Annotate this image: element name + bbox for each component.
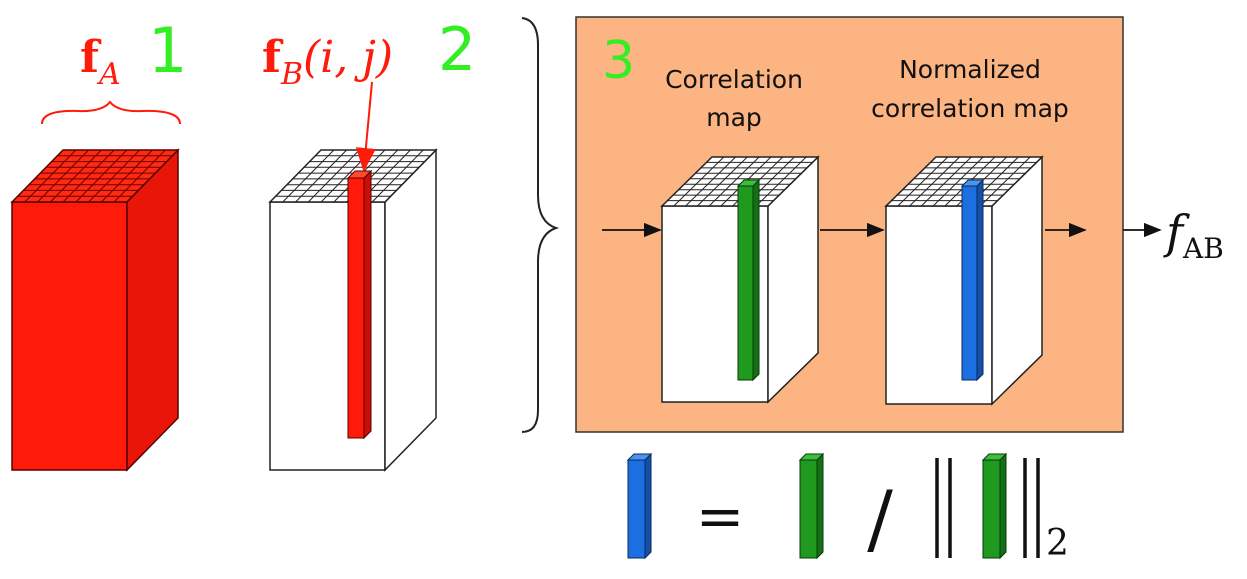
label-fa: fA: [80, 32, 121, 92]
brace-a: [41, 100, 181, 125]
normalized-column-blue: [960, 178, 985, 382]
correlation-map-title-line1: Correlation: [665, 65, 803, 94]
normalized-map-title-line2: correlation map: [871, 94, 1069, 123]
step-number-3: 3: [602, 31, 635, 91]
equation-column-green-denominator: [981, 452, 1008, 560]
norm-subscript: 2: [1046, 523, 1069, 564]
step-number-1: 1: [148, 14, 187, 87]
correlation-map-volume: [660, 155, 820, 404]
norm-bars-right: [1023, 458, 1040, 558]
normalization-equation: = / 2: [626, 452, 1069, 564]
norm-bars-left: [935, 458, 952, 558]
equation-equals: =: [696, 482, 745, 550]
feature-map-b: [268, 148, 438, 472]
equation-column-blue: [626, 452, 653, 560]
correlation-column-green: [736, 178, 761, 382]
arrow-to-column: [355, 81, 376, 172]
output-label-fab: fAB: [1163, 205, 1224, 265]
brace-big: [521, 17, 560, 433]
normalized-map-title-line1: Normalized: [899, 55, 1041, 84]
feature-map-a: [10, 148, 180, 472]
normalized-map-volume: [884, 155, 1044, 406]
feature-column-red: [346, 169, 373, 440]
step-number-2: 2: [438, 15, 476, 85]
feature-map-a-grid: [17, 149, 173, 203]
equation-column-green-numerator: [798, 452, 825, 560]
correlation-map-title-line2: map: [706, 103, 762, 132]
label-fb: fB(i, j): [262, 32, 393, 92]
equation-slash: /: [867, 474, 893, 563]
